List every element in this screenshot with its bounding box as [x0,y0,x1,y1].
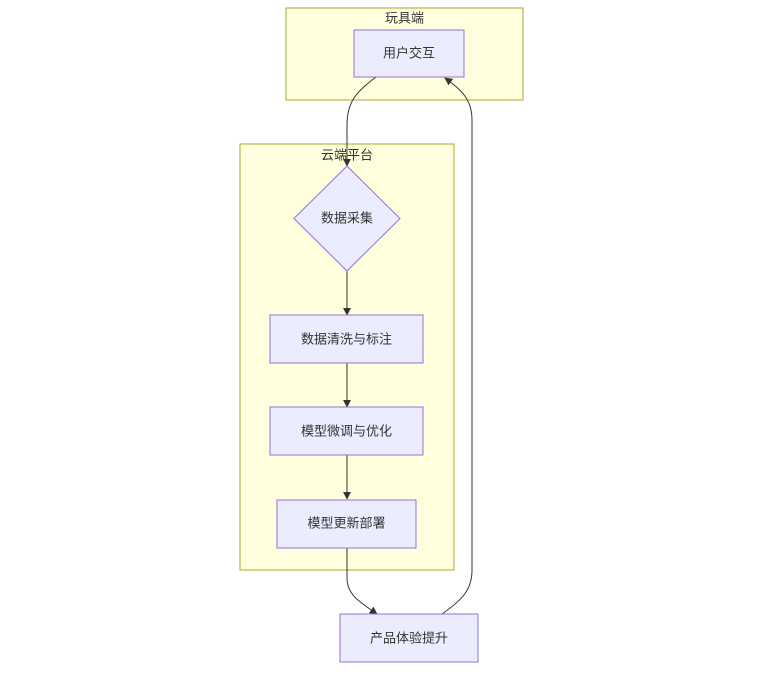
node-deploy[interactable]: 模型更新部署 [276,499,417,549]
node-clean-label: 数据清洗与标注 [301,333,392,348]
node-clean-box[interactable] [269,314,424,364]
edge-improve-to-interaction [441,77,473,615]
edge-deploy-to-improve [346,548,378,615]
node-deploy-label: 模型更新部署 [307,516,385,532]
node-improve-label: 产品体验提升 [370,631,448,647]
node-interaction-label: 用户交互 [383,46,435,62]
node-collect-label: 数据采集 [321,211,373,227]
node-collect[interactable]: 数据采集 [293,165,401,272]
node-improve[interactable]: 产品体验提升 [339,613,479,663]
node-clean[interactable]: 数据清洗与标注 [269,314,424,364]
cluster-toy-label: 玩具端 [385,12,424,27]
node-interaction[interactable]: 用户交互 [353,29,465,78]
node-tune-box[interactable] [269,406,424,456]
edge-interaction-to-collect [343,76,377,167]
node-interaction-box[interactable] [353,29,465,78]
node-collect-diamond[interactable] [293,165,401,272]
node-tune[interactable]: 模型微调与优化 [269,406,424,456]
node-improve-box[interactable] [339,613,479,663]
node-tune-label: 模型微调与优化 [301,425,392,440]
node-deploy-box[interactable] [276,499,417,549]
